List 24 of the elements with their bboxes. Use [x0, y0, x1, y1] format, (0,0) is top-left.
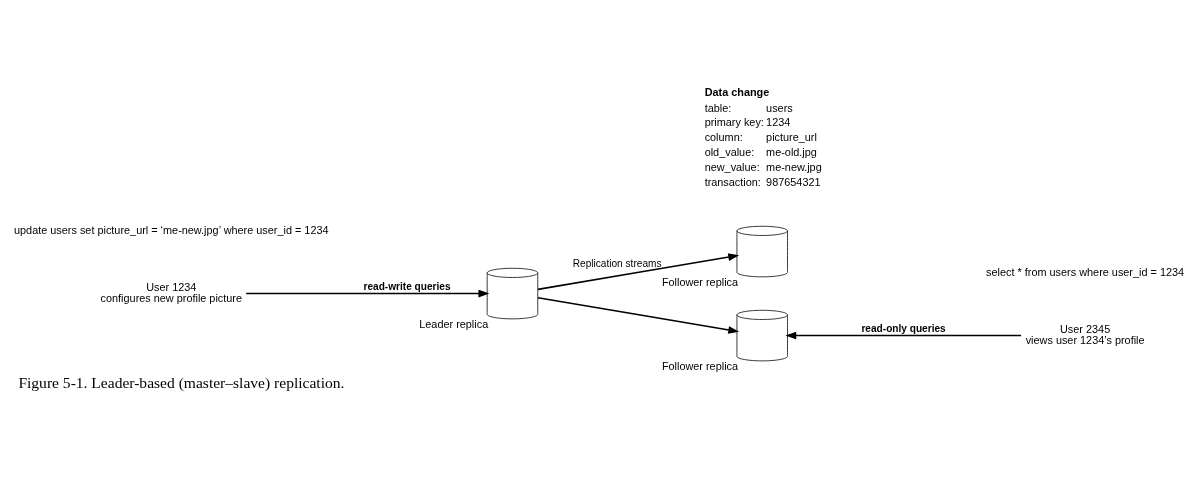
label: 1234	[766, 116, 791, 129]
label: me-old.jpg	[766, 146, 817, 159]
label: picture_url	[766, 131, 817, 144]
label: new_value:	[704, 160, 760, 173]
label: update users set picture_url = ‘me-new.jpg’ where user_id = 1234	[14, 224, 329, 237]
label: table:	[704, 101, 732, 114]
node-label: Leader replica	[419, 317, 489, 330]
node-text: User 2345 views user 1234’s profile	[1025, 322, 1145, 347]
label: 987654321	[766, 175, 821, 188]
edge-label: read-write queries	[363, 281, 451, 292]
node-text: User 1234 configures new profile picture	[100, 280, 243, 305]
label: transaction:	[704, 175, 761, 188]
edge-label: Replication streams	[572, 257, 662, 269]
node-label: Follower replica	[661, 359, 739, 372]
caption: Figure 5-1. Leader-based (master–slave) replication.	[18, 374, 345, 392]
label: old_value:	[704, 146, 755, 159]
node-label: Follower replica	[661, 275, 739, 288]
label: me-new.jpg	[766, 160, 822, 173]
label: select * from users where user_id = 1234	[986, 266, 1185, 279]
label: users	[766, 101, 793, 114]
label: Data change	[704, 86, 770, 99]
edge-label: read-only queries	[861, 323, 946, 335]
label: primary key:	[704, 116, 764, 129]
label: column:	[704, 131, 743, 144]
